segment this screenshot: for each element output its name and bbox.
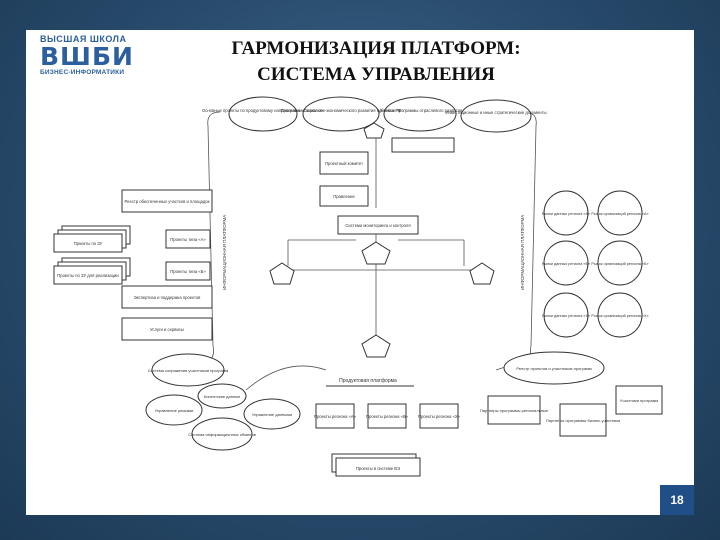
right-circle-6-text: Рынок организаций региона «Х»	[591, 314, 648, 318]
right-circle-4-text: Рынок организаций региона «А»	[591, 212, 648, 216]
cloud-2-text: Клиентские данные	[204, 394, 241, 399]
platform-label: Продуктовая платформа	[339, 378, 397, 384]
right-circle-1-text: Рынки данных региона «А»	[542, 212, 590, 216]
governance-diagram: Основные проекты по продуктовому направл…	[53, 96, 663, 477]
right-circle-3-text: Рынки данных региона «Х»	[542, 314, 590, 318]
bottom-right-box-1-text: Партнеры программы региональные	[480, 408, 549, 413]
vshbi-logo: ВЫСШАЯ ШКОЛА ВШБИ БИЗНЕС-ИНФОРМАТИКИ	[40, 34, 133, 78]
bottom-right-box-2-text: Партнеры программы бизнес-участники	[546, 418, 620, 423]
left-box-6-text: Экспертиза и поддержка проектов	[134, 295, 202, 300]
platform-bottom-box-text: Проекты в системе ВЭ	[356, 466, 400, 471]
right-side-label: ИНФОРМАЦИОННАЯ ПЛАТФОРМА	[520, 215, 525, 290]
logo-line-2: ВШБИ	[40, 42, 134, 71]
left-box-4-text: Проекты по ЗУ для реализации	[57, 273, 119, 278]
lower-left-arc	[245, 365, 327, 391]
left-box-7-text: Услуги и сервисы	[150, 327, 184, 332]
cloud-4-text: Управление данными	[252, 412, 292, 417]
left-box-3-text: Проекты типа «А»	[170, 237, 206, 242]
bottom-right-ellipse-text: Реестр проектов и участников программ	[516, 366, 591, 371]
slide-title: ГАРМОНИЗАЦИЯ ПЛАТФОРМ: СИСТЕМА УПРАВЛЕНИ…	[176, 36, 576, 88]
platform-box-1-text: Проекты региона «А»	[314, 414, 357, 419]
left-box-2-text: Проекты по ЗУ	[74, 241, 103, 246]
top-ellipse-4-text: Инвестиционные и иные стратегические док…	[445, 110, 546, 115]
right-circle-2-text: Рынки данных региона «Б»	[542, 262, 590, 266]
cloud-3-text: Управление рисками	[155, 408, 194, 413]
cloud-5-text: Система информационных обменов	[188, 432, 256, 437]
top-ellipse-1-text: Основные проекты по продуктовому направл…	[202, 108, 325, 113]
left-side-label: ИНФОРМАЦИОННАЯ ПЛАТФОРМА	[222, 215, 227, 290]
top-ellipse-3-text: Целевые программы отраслевого развития	[378, 108, 463, 113]
logo-line-1: ВЫСШАЯ ШКОЛА	[40, 34, 127, 44]
center-box-1-text: Проектный комитет	[325, 161, 363, 166]
center-box-2-text: Правление	[333, 194, 355, 199]
right-bracket	[523, 111, 541, 363]
cloud-1-text: Система сопряжения участников программ	[148, 368, 229, 373]
top-ellipse-2-text: Программа социально-экономического разви…	[281, 108, 402, 113]
platform-box-2-text: Проекты региона «Б»	[366, 414, 409, 419]
title-line-2: СИСТЕМА УПРАВЛЕНИЯ	[257, 64, 495, 85]
left-box-1-text: Реестр обеспеченных участков и площадок	[125, 199, 210, 204]
page-number: 18	[660, 485, 694, 515]
platform-box-3-text: Проекты региона «Х»	[418, 414, 461, 419]
right-circle-5-text: Рынок организаций региона «Б»	[591, 262, 648, 266]
left-box-5-text: Проекты типа «Б»	[170, 269, 206, 274]
title-line-1: ГАРМОНИЗАЦИЯ ПЛАТФОРМ:	[231, 38, 521, 59]
center-box-3-text: Система мониторинга и контроля	[345, 223, 410, 228]
slide: ВЫСШАЯ ШКОЛА ВШБИ БИЗНЕС-ИНФОРМАТИКИ ГАР…	[26, 30, 694, 515]
logo-line-3: БИЗНЕС-ИНФОРМАТИКИ	[40, 69, 125, 76]
bottom-right-box-3-text: Участники программ	[620, 398, 658, 403]
